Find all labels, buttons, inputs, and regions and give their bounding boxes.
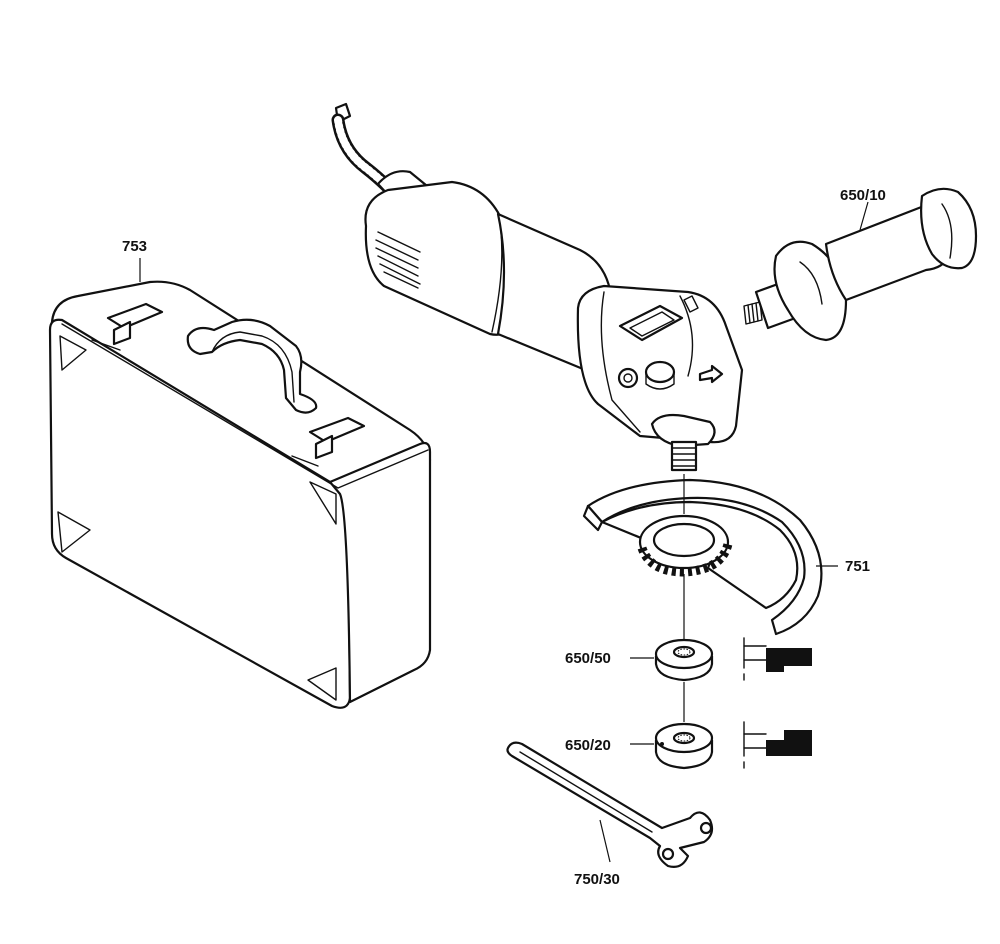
- angle-grinder: [331, 102, 744, 472]
- wheel-guard: [582, 478, 823, 636]
- part-label-spanner: 750/30: [574, 871, 620, 888]
- inner-flange: [654, 638, 714, 682]
- two-pin-spanner: [506, 741, 714, 868]
- clamping-nut: [654, 722, 714, 770]
- carrying-case: [48, 280, 432, 709]
- part-label-case: 753: [122, 238, 147, 255]
- leader-lines: [139, 201, 869, 863]
- part-label-clamping-nut: 650/20: [565, 737, 611, 754]
- part-label-guard: 751: [845, 558, 870, 575]
- nut-orientation-symbol: [743, 721, 812, 769]
- part-label-inner-flange: 650/50: [565, 650, 611, 667]
- side-handle: [743, 187, 978, 342]
- flange-orientation-symbol: [743, 637, 812, 681]
- part-label-side-handle: 650/10: [840, 187, 886, 204]
